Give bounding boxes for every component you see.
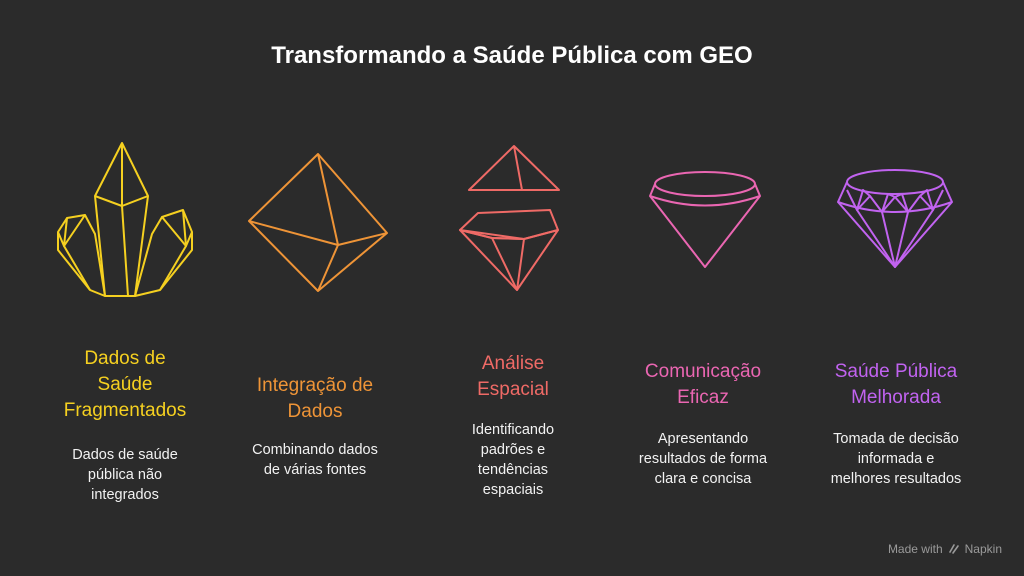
- made-with-napkin-badge[interactable]: Made with Napkin: [888, 542, 1002, 556]
- column-dados-fragmentados: Dados de Saúde Fragmentados Dados de saú…: [40, 346, 210, 503]
- napkin-logo-icon: [948, 544, 959, 554]
- octahedron-icon: [248, 153, 388, 292]
- split-gem-icon: [459, 145, 560, 291]
- column-saude-melhorada: Saúde Pública Melhorada Tomada de decisã…: [811, 359, 981, 487]
- column-title: Comunicação Eficaz: [644, 361, 762, 408]
- column-analise-espacial: Análise Espacial Identificando padrões e…: [428, 351, 598, 498]
- cone-gem-icon: [649, 171, 761, 268]
- column-title: Integração de Dados: [256, 375, 374, 422]
- cut-diamond-icon: [837, 169, 953, 268]
- footer-text: Made with: [887, 542, 943, 556]
- column-description: Identificando padrões e tendências espac…: [471, 422, 555, 498]
- column-title: Saúde Pública Melhorada: [834, 361, 958, 408]
- column-comunicacao-eficaz: Comunicação Eficaz Apresentando resultad…: [618, 359, 788, 487]
- footer-brand: Napkin: [964, 542, 1002, 556]
- column-description: Dados de saúde pública não integrados: [72, 447, 178, 503]
- column-description: Tomada de decisão informada e melhores r…: [830, 431, 962, 487]
- column-title: Dados de Saúde Fragmentados: [63, 348, 187, 421]
- column-description: Apresentando resultados de forma clara e…: [638, 431, 768, 487]
- column-description: Combinando dados de várias fontes: [252, 442, 378, 478]
- page-title: Transformando a Saúde Pública com GEO: [271, 42, 753, 69]
- column-title: Análise Espacial: [477, 353, 549, 400]
- column-integracao-dados: Integração de Dados Combinando dados de …: [230, 373, 400, 478]
- crystal-cluster-icon: [57, 142, 193, 297]
